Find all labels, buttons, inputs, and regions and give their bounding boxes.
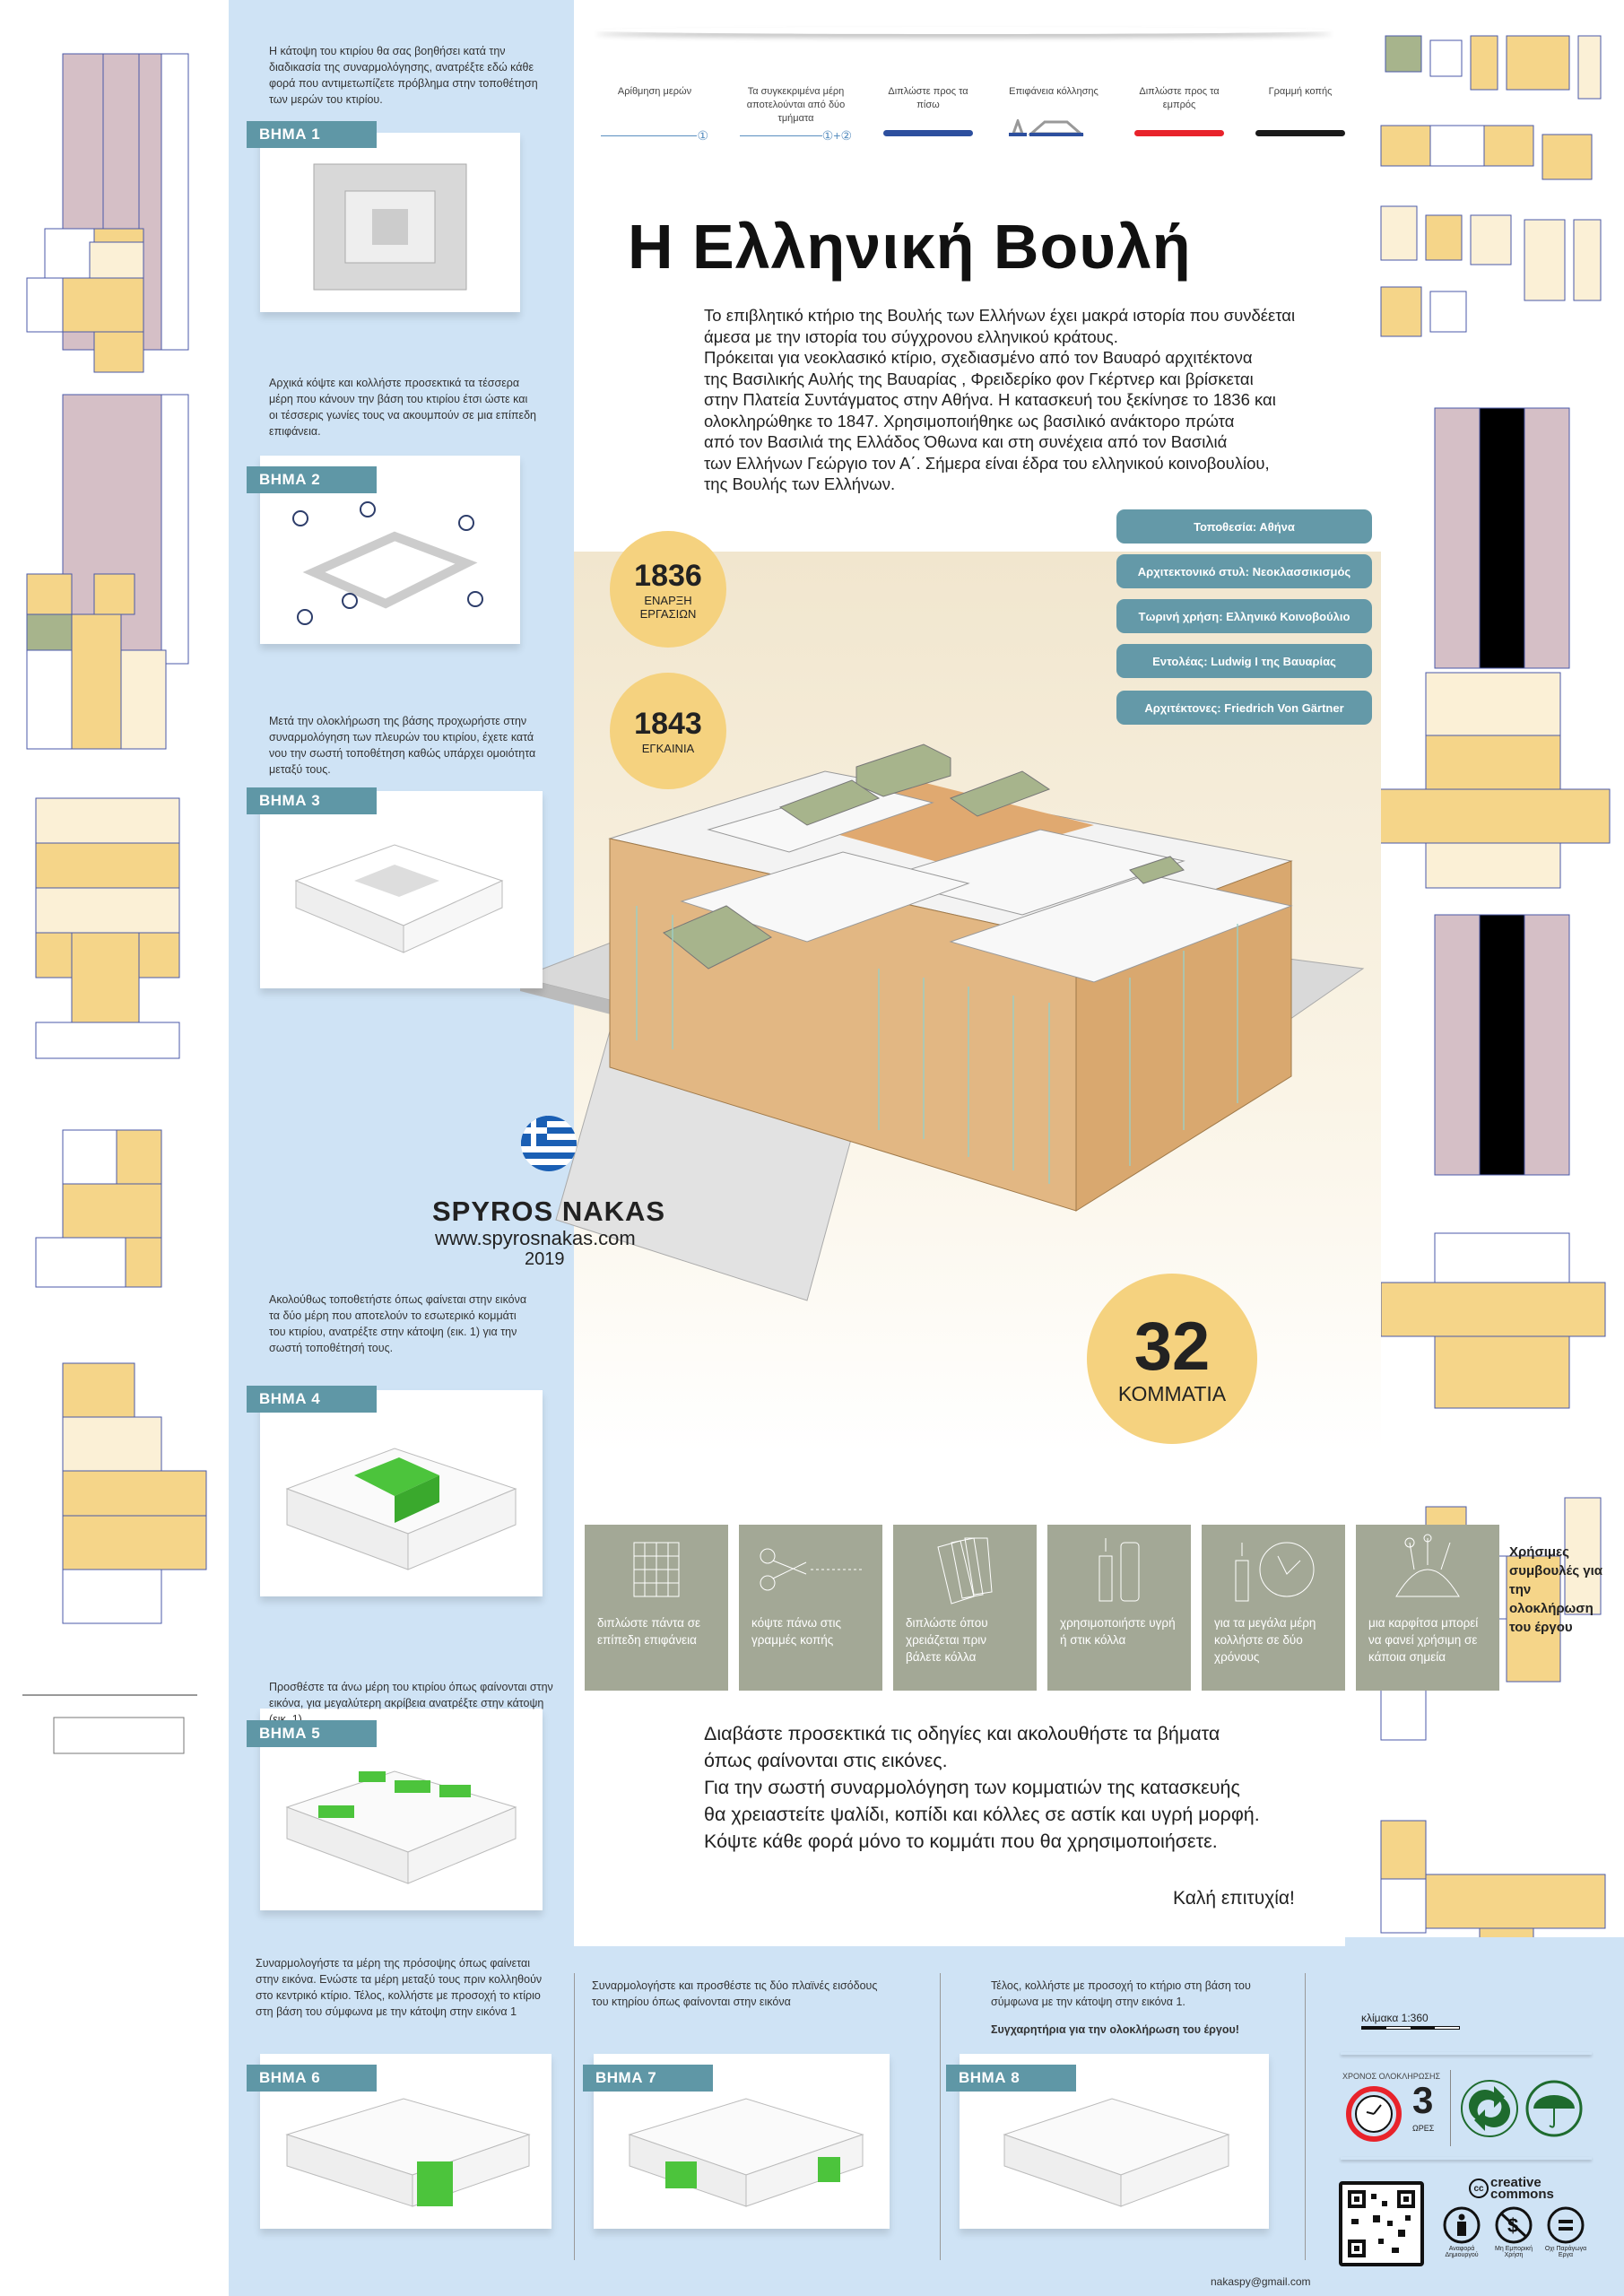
license-terms: Αναφορά Δημιουργού $Μη Εμπορική Χρήση Οχ… [1439, 2206, 1588, 2258]
step-2-label: ΒΗΜΑ 2 [247, 466, 377, 493]
author-year: 2019 [525, 1249, 565, 1269]
attribution-person-icon [1443, 2206, 1481, 2244]
divider [1341, 2052, 1592, 2055]
congrats-text: Συγχαρητήρια για την ολοκλήρωση του έργο… [991, 2023, 1239, 2036]
info-architects: Αρχιτέκτονες: Friedrich Von Gärtner [1116, 691, 1372, 725]
description: Το επιβλητικό κτήριο της Βουλής των Ελλή… [704, 306, 1296, 493]
step-6-label: ΒΗΜΑ 6 [247, 2065, 377, 2092]
no-dollar-icon: $ [1495, 2206, 1533, 2244]
author-email[interactable]: nakaspy@gmail.com [1211, 2275, 1311, 2288]
step-4-text: Ακολούθως τοποθετήστε όπως φαίνεται στην… [269, 1293, 527, 1354]
legend-two-parts: Τα συγκεκριμένα μέρη αποτελούνται από δύ… [740, 85, 852, 144]
step-8-label: ΒΗΜΑ 8 [946, 2065, 1076, 2092]
intro-text: Η κάτοψη του κτιρίου θα σας βοηθήσει κατ… [269, 45, 538, 106]
glue-clock-icon [1214, 1525, 1333, 1614]
divider [574, 1973, 575, 2260]
step-3-text: Μετά την ολοκλήρωση της βάσης προχωρήστε… [269, 715, 536, 776]
step-1-image [260, 133, 520, 312]
cutout-nets-right [1376, 35, 1611, 1937]
tip-card: μια καρφίτσα μπορεί να φανεί χρήσιμη σε … [1356, 1525, 1499, 1691]
step-5-image [260, 1709, 543, 1910]
keep-dry-umbrella-icon [1525, 2080, 1583, 2137]
date-badge-1843: 1843 ΕΓΚΑΙΝΙΑ [610, 673, 726, 789]
info-commissioner: Εντολέας: Ludwig I της Βαυαρίας [1116, 644, 1372, 678]
page-title: Η Ελληνική Βουλή [628, 212, 1192, 282]
completion-time-label: ΧΡΟΝΟΣ ΟΛΟΚΛΗΡΩΣΗΣ [1342, 2072, 1441, 2081]
divider [1305, 1973, 1306, 2260]
info-style: Αρχιτεκτονικό στυλ: Νεοκλασσικισμός [1116, 554, 1372, 588]
tips-heading: Χρήσιμες συμβουλές για την ολοκλήρωση το… [1509, 1544, 1603, 1635]
step-1-label: ΒΗΜΑ 1 [247, 121, 377, 148]
divider [940, 1973, 941, 2260]
step-3-image [260, 791, 543, 988]
info-location: Τοποθεσία: Αθήνα [1116, 509, 1372, 544]
clock-icon [1346, 2086, 1402, 2142]
pin-cushion-icon [1368, 1525, 1487, 1614]
qr-code[interactable] [1339, 2181, 1424, 2266]
step-5-label: ΒΗΜΑ 5 [247, 1720, 377, 1747]
instructions-column [229, 0, 574, 2296]
grid-sheet-icon [597, 1525, 716, 1614]
step-5-text: Προσθέστε τα άνω μέρη του κτιρίου όπως φ… [269, 1681, 553, 1726]
cutout-nets-left [22, 53, 207, 1754]
step-3-label: ΒΗΜΑ 3 [247, 787, 377, 814]
license-attribution: Αναφορά Δημιουργού [1439, 2206, 1484, 2258]
info-current-use: Τωρινή χρήση: Ελληνικό Κοινοβούλιο [1116, 599, 1372, 633]
scissors-icon [751, 1525, 870, 1614]
step-2-text: Αρχικά κόψτε και κολλήστε προσεκτικά τα … [269, 377, 536, 438]
greek-flag-logo [521, 1116, 577, 1171]
completion-time-unit: ΩΡΕΣ [1412, 2124, 1435, 2133]
tip-card: κόψτε πάνω στις γραμμές κοπής [739, 1525, 882, 1691]
legend-cut-line: Γραμμή κοπής [1255, 85, 1345, 144]
tip-card: διπλώστε πάντα σε επίπεδη επιφάνεια [585, 1525, 728, 1691]
author-name: SPYROS NAKAS [432, 1196, 666, 1227]
step-4-image [260, 1390, 543, 1596]
license-noderivatives: Οχι Παράγωγα Εργα [1543, 2206, 1588, 2258]
step-7-label: ΒΗΜΑ 7 [583, 2065, 713, 2092]
pieces-count-badge: 32 ΚΟΜΜΑΤΙΑ [1087, 1274, 1257, 1444]
author-website[interactable]: www.spyrosnakas.com [435, 1227, 636, 1249]
step-8-text: Τέλος, κολλήστε με προσοχή το κτήριο στη… [991, 1979, 1251, 2008]
glue-bottles-icon [1060, 1525, 1178, 1614]
good-luck: Καλή επιτυχία! [1173, 1888, 1295, 1909]
license-noncommercial: $Μη Εμπορική Χρήση [1491, 2206, 1536, 2258]
legend-glue-surface: Επιφάνεια κόλλησης [1004, 85, 1103, 144]
equals-icon [1547, 2206, 1585, 2244]
scale-label: κλίμακα 1:360 [1361, 2012, 1429, 2024]
scale-bar [1361, 2026, 1460, 2030]
tip-card: για τα μεγάλα μέρη κολλήστε σε δύο χρόνο… [1202, 1525, 1345, 1691]
folded-papers-icon [906, 1525, 1024, 1614]
legend-fold-back: Διπλώστε προς τα πίσω [883, 85, 973, 144]
parliament-model-render [518, 744, 1365, 1301]
divider [1450, 2070, 1451, 2146]
tip-card: διπλώστε όπου χρειάζεται πριν βάλετε κόλ… [893, 1525, 1037, 1691]
date-badge-1836: 1836 ΕΝΑΡΞΗ ΕΡΓΑΣΙΩΝ [610, 531, 726, 648]
legend-fold-forward: Διπλώστε προς τα εμπρός [1134, 85, 1224, 144]
step-7-text: Συναρμολογήστε και προσθέστε τις δύο πλα… [592, 1979, 878, 2008]
completion-time-value: 3 [1412, 2079, 1434, 2121]
recycle-green-dot-icon [1461, 2080, 1518, 2137]
assembly-instructions: Διαβάστε προσεκτικά τις οδηγίες και ακολ… [704, 1723, 1260, 1852]
shadow-divider [596, 27, 1332, 34]
step-6-text: Συναρμολογήστε τα μέρη της πρόσοψης όπως… [256, 1957, 543, 2018]
step-4-label: ΒΗΜΑ 4 [247, 1386, 377, 1413]
tip-card: χρησιμοποιήστε υγρή ή στικ κόλλα [1047, 1525, 1191, 1691]
divider [1341, 2157, 1592, 2160]
